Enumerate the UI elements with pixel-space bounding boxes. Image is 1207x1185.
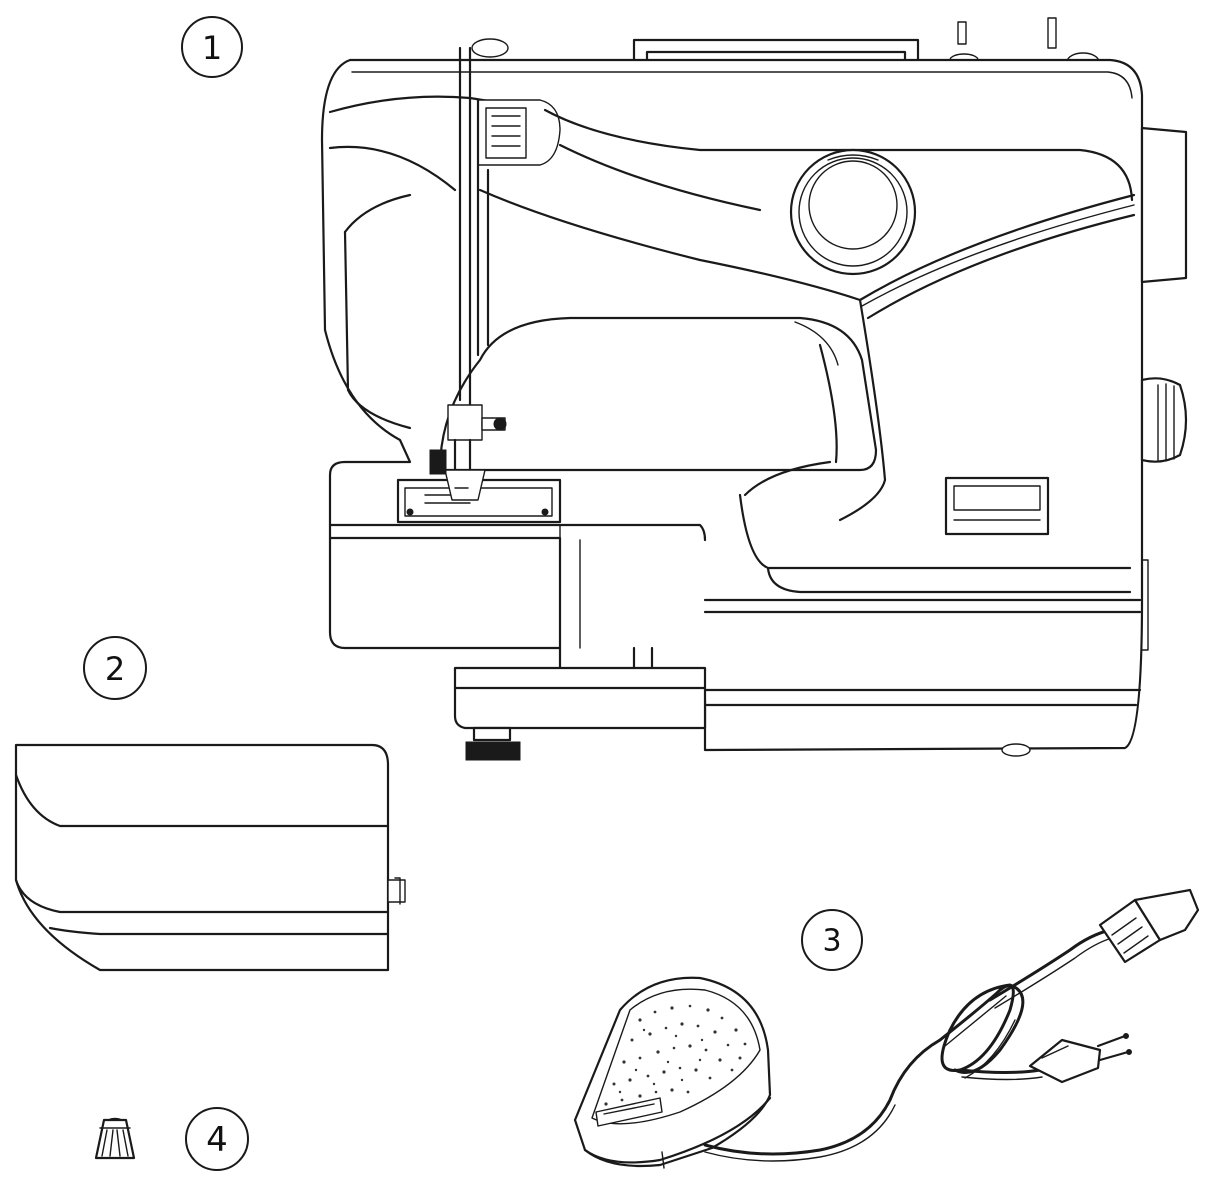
foot-pedal-icon xyxy=(573,888,1200,1169)
callout-2: 2 xyxy=(83,636,147,700)
callout-1-label: 1 xyxy=(202,29,222,67)
callout-1: 1 xyxy=(181,16,243,78)
sewing-machine-icon xyxy=(320,17,1188,761)
callout-3: 3 xyxy=(801,909,863,971)
spool-cap-icon xyxy=(94,1117,136,1160)
extension-table-icon xyxy=(14,743,406,972)
callout-4: 4 xyxy=(185,1107,249,1171)
pedal-texture xyxy=(604,1004,747,1106)
callout-2-label: 2 xyxy=(105,650,125,688)
callout-3-label: 3 xyxy=(822,924,841,959)
callout-4-label: 4 xyxy=(206,1120,228,1160)
